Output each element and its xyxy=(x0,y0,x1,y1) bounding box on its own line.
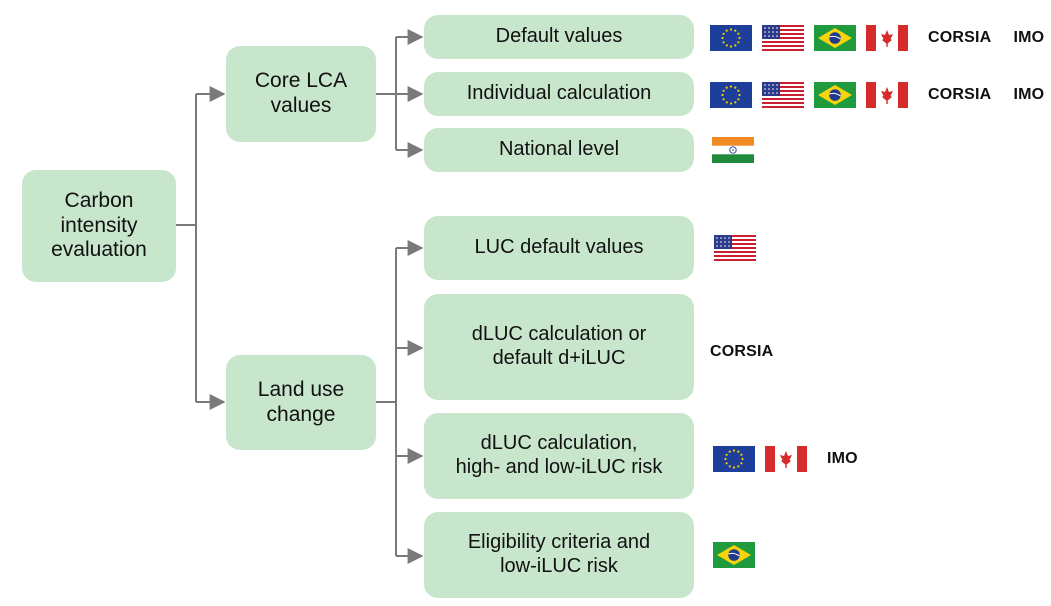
leaf-node-dluc-calculation-iluc-risk: dLUC calculation, high- and low-iLUC ris… xyxy=(424,413,694,499)
india-flag-icon xyxy=(712,137,754,163)
leaf-node-national-level: National level xyxy=(424,128,694,172)
us-flag-icon xyxy=(762,25,804,51)
jurisdictions-national-level xyxy=(712,136,764,164)
jurisdictions-dluc-or-default: CORSIA xyxy=(710,338,773,366)
canada-flag-icon xyxy=(765,446,807,472)
regulation-tag-imo: IMO xyxy=(1013,29,1045,46)
jurisdictions-eligibility-criteria xyxy=(713,541,765,569)
regulation-tag-corsia: CORSIA xyxy=(928,29,992,46)
leaf-node-dluc-calculation-or-default: dLUC calculation or default d+iLUC xyxy=(424,294,694,400)
branch-node-land-use-change: Land use change xyxy=(226,355,376,450)
eu-flag-icon xyxy=(713,446,755,472)
regulation-tag-corsia: CORSIA xyxy=(710,343,774,360)
brazil-flag-icon xyxy=(713,542,755,568)
regulation-tag-imo: IMO xyxy=(827,450,858,467)
regulation-tag-corsia: CORSIA xyxy=(928,86,992,103)
jurisdictions-dluc-iluc-risk: IMO xyxy=(713,445,858,473)
root-node-carbon-intensity-evaluation: Carbon intensity evaluation xyxy=(22,170,176,282)
us-flag-icon xyxy=(762,82,804,108)
jurisdictions-default-values: CORSIA IMO xyxy=(710,24,1044,52)
canada-flag-icon xyxy=(866,82,908,108)
regulation-tag-imo: IMO xyxy=(1013,86,1045,103)
leaf-node-eligibility-criteria: Eligibility criteria and low-iLUC risk xyxy=(424,512,694,598)
branch-node-core-lca-values: Core LCA values xyxy=(226,46,376,142)
us-flag-icon xyxy=(714,235,756,261)
eu-flag-icon xyxy=(710,82,752,108)
leaf-node-default-values: Default values xyxy=(424,15,694,59)
eu-flag-icon xyxy=(710,25,752,51)
brazil-flag-icon xyxy=(814,25,856,51)
brazil-flag-icon xyxy=(814,82,856,108)
leaf-node-luc-default-values: LUC default values xyxy=(424,216,694,280)
leaf-node-individual-calculation: Individual calculation xyxy=(424,72,694,116)
canada-flag-icon xyxy=(866,25,908,51)
jurisdictions-individual-calculation: CORSIA IMO xyxy=(710,81,1044,109)
jurisdictions-luc-default-values xyxy=(714,234,766,262)
